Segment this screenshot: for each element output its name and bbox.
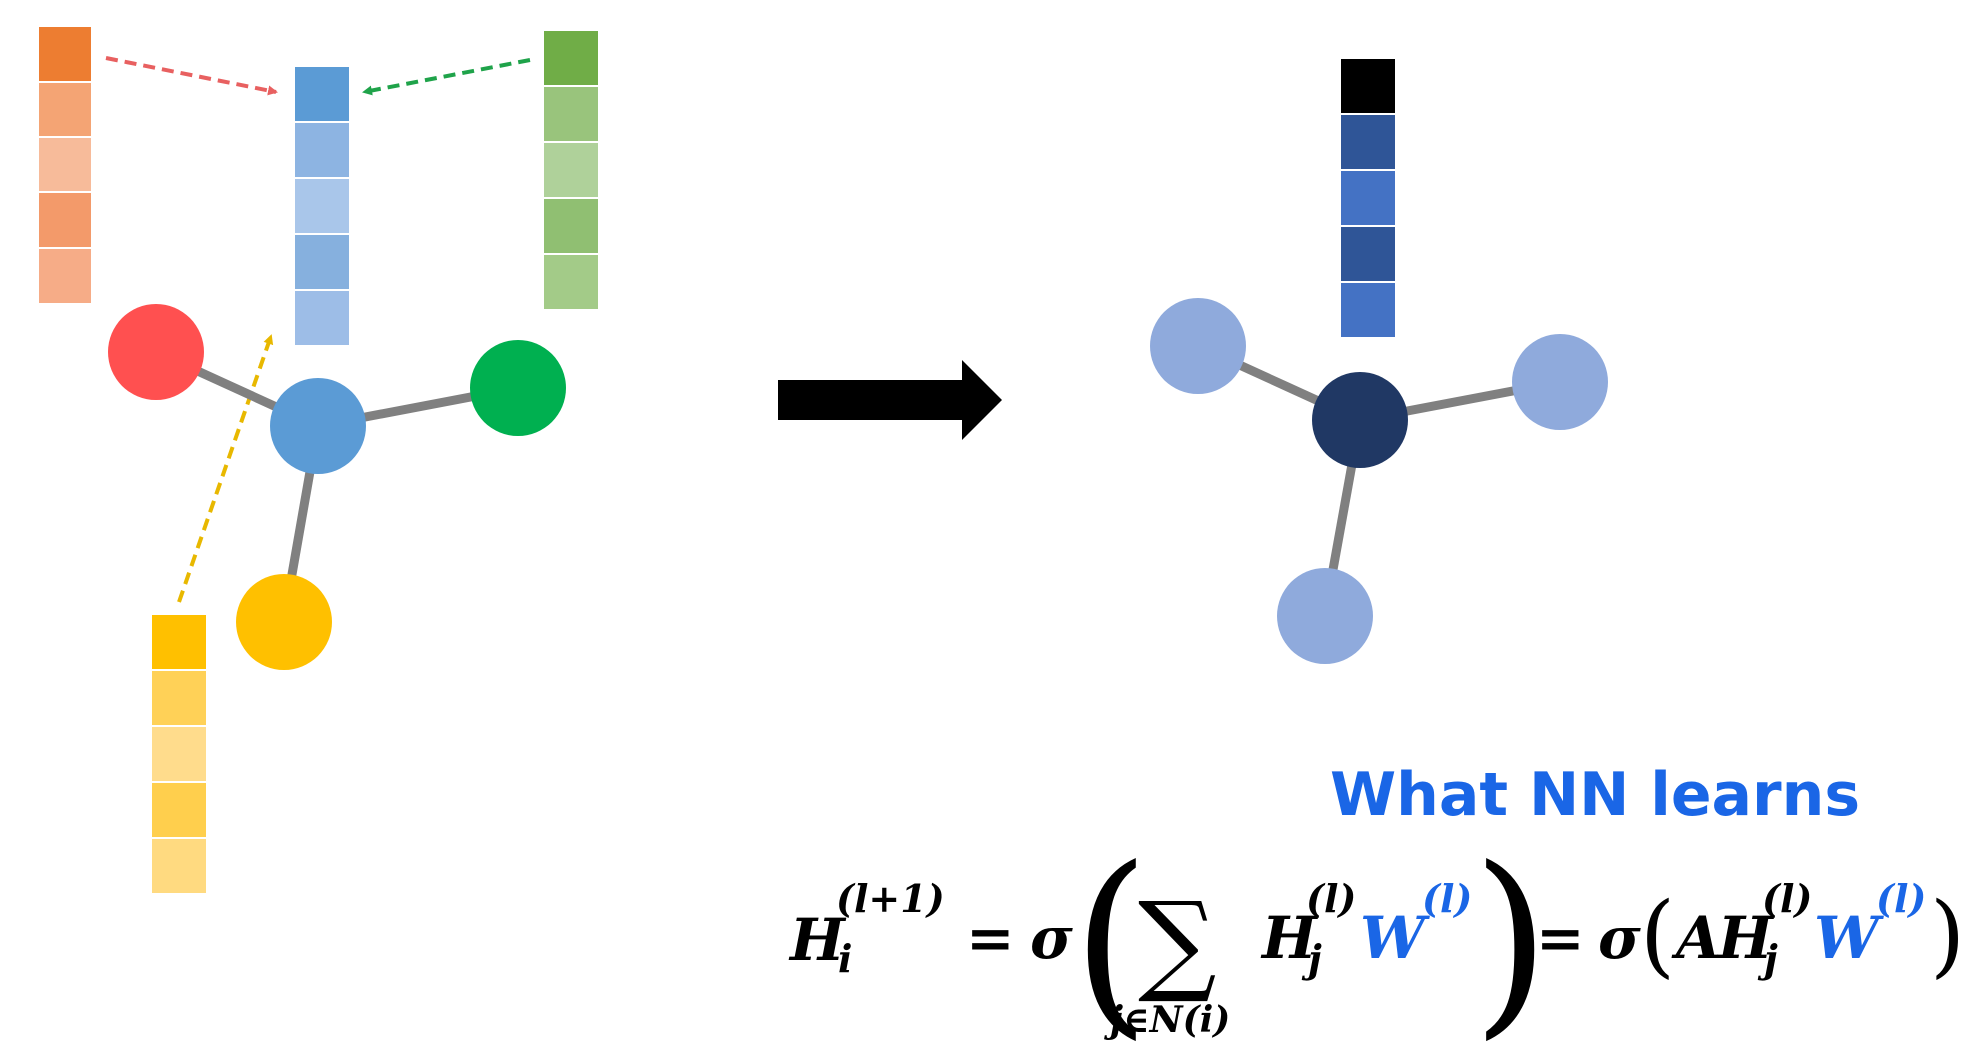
node-neighbor-light [1150,298,1246,394]
formula-h-2: H [1716,904,1775,972]
node-center-blue [270,378,366,474]
feature-cell [1339,57,1397,115]
feature-cell [150,669,208,727]
formula-sigma-2: σ [1598,904,1641,972]
feature-cell [37,191,93,249]
node-red [108,304,204,400]
feature-vector-green-neighbor [542,29,600,311]
feature-cell [150,837,208,895]
formula-equals-1: = [966,904,1015,972]
node-yellow [236,574,332,670]
formula-lhs-h: H [788,906,847,974]
feature-vector-red-neighbor [37,25,93,305]
transform-arrow [778,360,1002,440]
feature-cell [542,29,600,87]
formula-paren-close: ) [1930,883,1965,988]
feature-vector-yellow-neighbor [150,613,208,895]
node-neighbor-light [1277,568,1373,664]
feature-cell [1339,225,1397,283]
formula-h-sup: (l) [1306,876,1356,921]
aggregation-arrow-green [362,58,531,96]
feature-cell [1339,169,1397,227]
formula-w-sup: (l) [1422,876,1472,921]
formula-lhs-sup: (l+1) [836,876,945,921]
feature-vector-center-node [293,65,351,347]
formula-big-paren-close: ) [1472,825,1550,1058]
feature-cell [542,197,600,255]
feature-cell [37,247,93,305]
formula-sigma-1: σ [1030,904,1073,972]
feature-cell [37,25,93,83]
formula-w-2: W [1814,904,1884,972]
node-green [470,340,566,436]
feature-cell [542,85,600,143]
feature-vector-output [1339,57,1397,339]
feature-cell [293,289,351,347]
formula-big-paren-open: ( [1072,825,1150,1058]
formula-sum-symbol: ∑ [1138,878,1217,1006]
formula-h-2-sup: (l) [1762,876,1812,921]
aggregation-arrow-yellow [177,334,274,603]
caption-what-nn-learns: What NN learns [1330,760,1861,830]
feature-cell [293,177,351,235]
feature-cell [542,253,600,311]
formula-a: A [1671,904,1721,972]
formula-w: W [1360,904,1430,972]
formula-equals-2: = [1536,904,1585,972]
formula-w-2-sup: (l) [1876,876,1926,921]
feature-cell [1339,281,1397,339]
formula-lhs-sub: i [838,936,852,981]
formula-sum-sub: j∈N(i) [1104,999,1230,1041]
node-neighbor-light [1512,334,1608,430]
feature-cell [150,725,208,783]
feature-cell [150,613,208,671]
formula-paren-open: ( [1640,883,1675,988]
feature-cell [293,65,351,123]
node-center-dark [1312,372,1408,468]
feature-cell [150,781,208,839]
aggregation-arrow-red [105,56,278,96]
formula-h: H [1260,904,1319,972]
